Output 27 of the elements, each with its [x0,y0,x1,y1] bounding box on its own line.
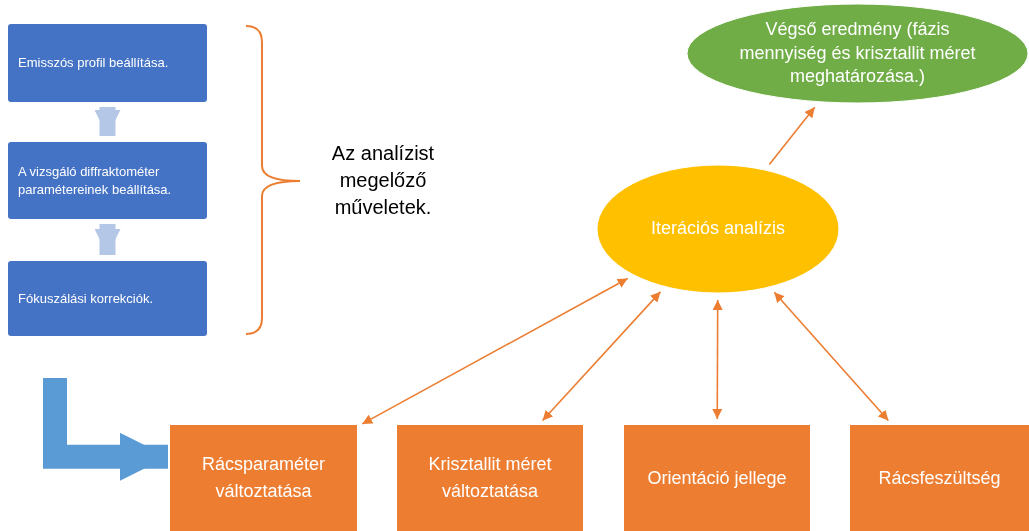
block-arrow [94,107,121,136]
process-box [397,425,583,531]
process-box [8,142,207,219]
annotation-text: Az analízist megelőző műveletek. [330,141,436,220]
arrow [768,106,816,166]
double-arrow [773,291,890,422]
ellipse-node [686,3,1029,104]
process-box [850,425,1029,531]
node-text: Krisztallit méret változtatása [427,453,553,503]
node-text: Rácsfeszültség [878,466,1001,490]
node-text: A vizsgáló diffraktométer paramétereinek beállítása. [18,162,173,199]
ellipse-node [596,164,840,294]
node-text: Orientáció jellege [647,466,787,490]
node-text: Iterációs analízis [650,217,786,241]
node-text: Emisszós profil beállítása. [18,54,169,72]
block-arrow [94,224,121,255]
double-arrow [712,299,723,420]
process-box [8,24,207,102]
node-text: Fókuszálási korrekciók. [18,289,154,308]
double-arrow [541,291,662,422]
process-box [8,261,207,336]
block-arrow [43,378,168,481]
double-arrow [361,277,629,425]
process-box [170,425,357,531]
node-text: Rácsparaméter változtatása [200,453,326,503]
process-box [624,425,810,531]
node-text: Végső eredmény (fázis mennyiség és krisztallit méret meghatározása.) [738,18,977,89]
